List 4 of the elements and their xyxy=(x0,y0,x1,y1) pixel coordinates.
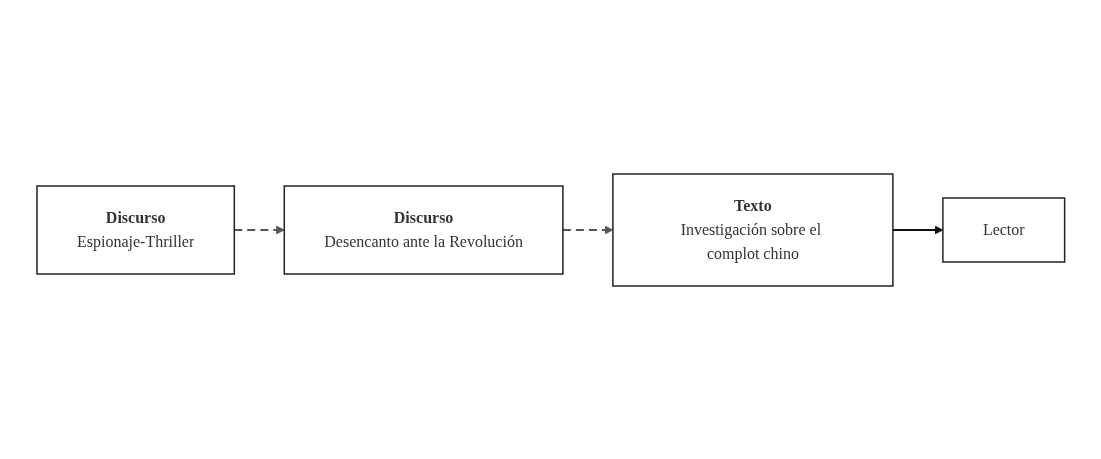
node-box: Discurso Espionaje-Thriller xyxy=(35,184,235,275)
node-box: Lector xyxy=(941,196,1066,263)
node-box: Discurso Desencanto ante la Revolución xyxy=(283,184,564,275)
node-box: Texto Investigación sobre el complot chino xyxy=(611,172,894,287)
